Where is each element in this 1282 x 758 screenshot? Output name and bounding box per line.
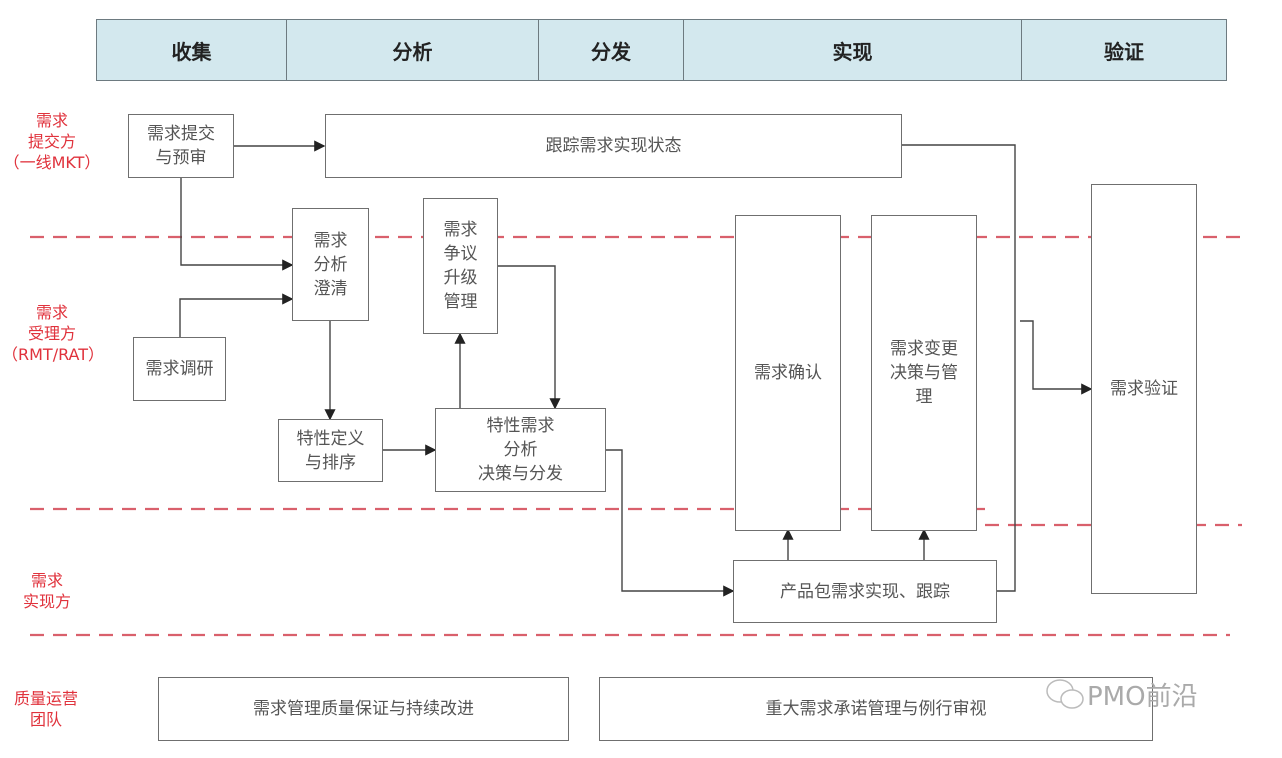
box-clarify: 需求 分析 澄清: [292, 208, 369, 321]
box-research: 需求调研: [133, 337, 226, 401]
box-dispute: 需求 争议 升级 管理: [423, 198, 498, 334]
phase-collect: 收集: [97, 20, 287, 80]
arrow-to-verify: [1020, 320, 1093, 395]
box-package-tracking: 产品包需求实现、跟踪: [733, 560, 997, 623]
lane-label-quality: 质量运营 团队: [13, 689, 78, 729]
lane-label-receiver: 需求 受理方 （RMT/RAT）: [2, 303, 105, 364]
watermark-text: PMO前沿: [1087, 682, 1198, 712]
phase-distribute: 分发: [539, 20, 684, 80]
box-feature-definition: 特性定义 与排序: [278, 419, 383, 482]
lane-label-implementer: 需求 实现方: [22, 571, 71, 611]
line-package-track: [902, 144, 1016, 592]
box-quality-assurance: 需求管理质量保证与持续改进: [158, 677, 569, 741]
phase-verify: 验证: [1104, 39, 1144, 64]
phase-header: 收集 分析 分发 实现 验证: [96, 19, 1227, 81]
box-track-status: 跟踪需求实现状态: [325, 114, 902, 178]
wechat-icon: [1046, 678, 1084, 709]
phase-analyze: 分析: [287, 20, 539, 80]
box-commitment-review: 重大需求承诺管理与例行审视: [599, 677, 1153, 741]
arrow-submit-clarify: [180, 178, 294, 271]
box-change: 需求变更 决策与管 理: [871, 215, 977, 531]
box-confirm: 需求确认: [735, 215, 841, 531]
box-verify: 需求验证: [1091, 184, 1197, 594]
arrow-dispute-decision: [498, 265, 561, 410]
box-submit-review: 需求提交 与预审: [128, 114, 234, 178]
arrow-decision-package: [606, 449, 735, 597]
box-feature-decision: 特性需求 分析 决策与分发: [435, 408, 606, 492]
phase-implement: 实现: [684, 20, 1022, 80]
watermark: PMO前沿: [1045, 676, 1198, 713]
lane-label-submitter: 需求 提交方 （一线MKT）: [3, 111, 101, 172]
arrow-research-clarify: [179, 293, 294, 337]
